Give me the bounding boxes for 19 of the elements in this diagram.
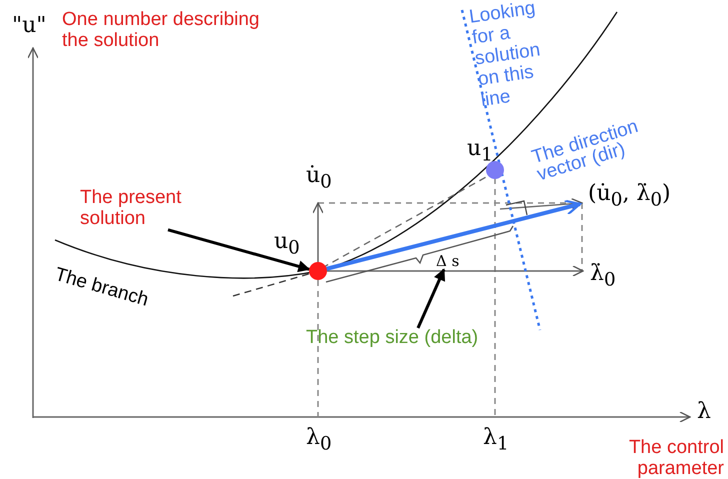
step-size-symbol: Δ s	[436, 253, 460, 270]
math-symbol: u̇$_{0}$	[306, 164, 332, 193]
callout-text: The step size (delta)	[306, 328, 478, 349]
math-symbol: λ̇$_{0}$	[590, 262, 616, 291]
curve-label: The branch	[52, 265, 150, 312]
tick-label: λ$_{0}$	[306, 426, 332, 455]
math-symbol: u$_{1}$	[467, 137, 493, 166]
leader-arrow	[168, 228, 310, 272]
present-solution-point	[309, 262, 327, 280]
axis-label: λ	[697, 400, 711, 424]
math-symbol: (u̇$_{0}$, λ̇$_{0}$)	[588, 182, 671, 211]
axis-label: "u"	[12, 14, 46, 38]
annotation-text: One number describing the solution	[62, 10, 260, 52]
callout-text: The present solution	[80, 188, 200, 230]
leader-arrow	[416, 268, 446, 329]
annotation-text: Looking for a solution on this line	[468, 0, 542, 112]
math-symbol: u$_{0}$	[274, 230, 300, 259]
tick-label: λ$_{1}$	[483, 426, 509, 455]
axis-title: The control parameter	[628, 438, 724, 479]
